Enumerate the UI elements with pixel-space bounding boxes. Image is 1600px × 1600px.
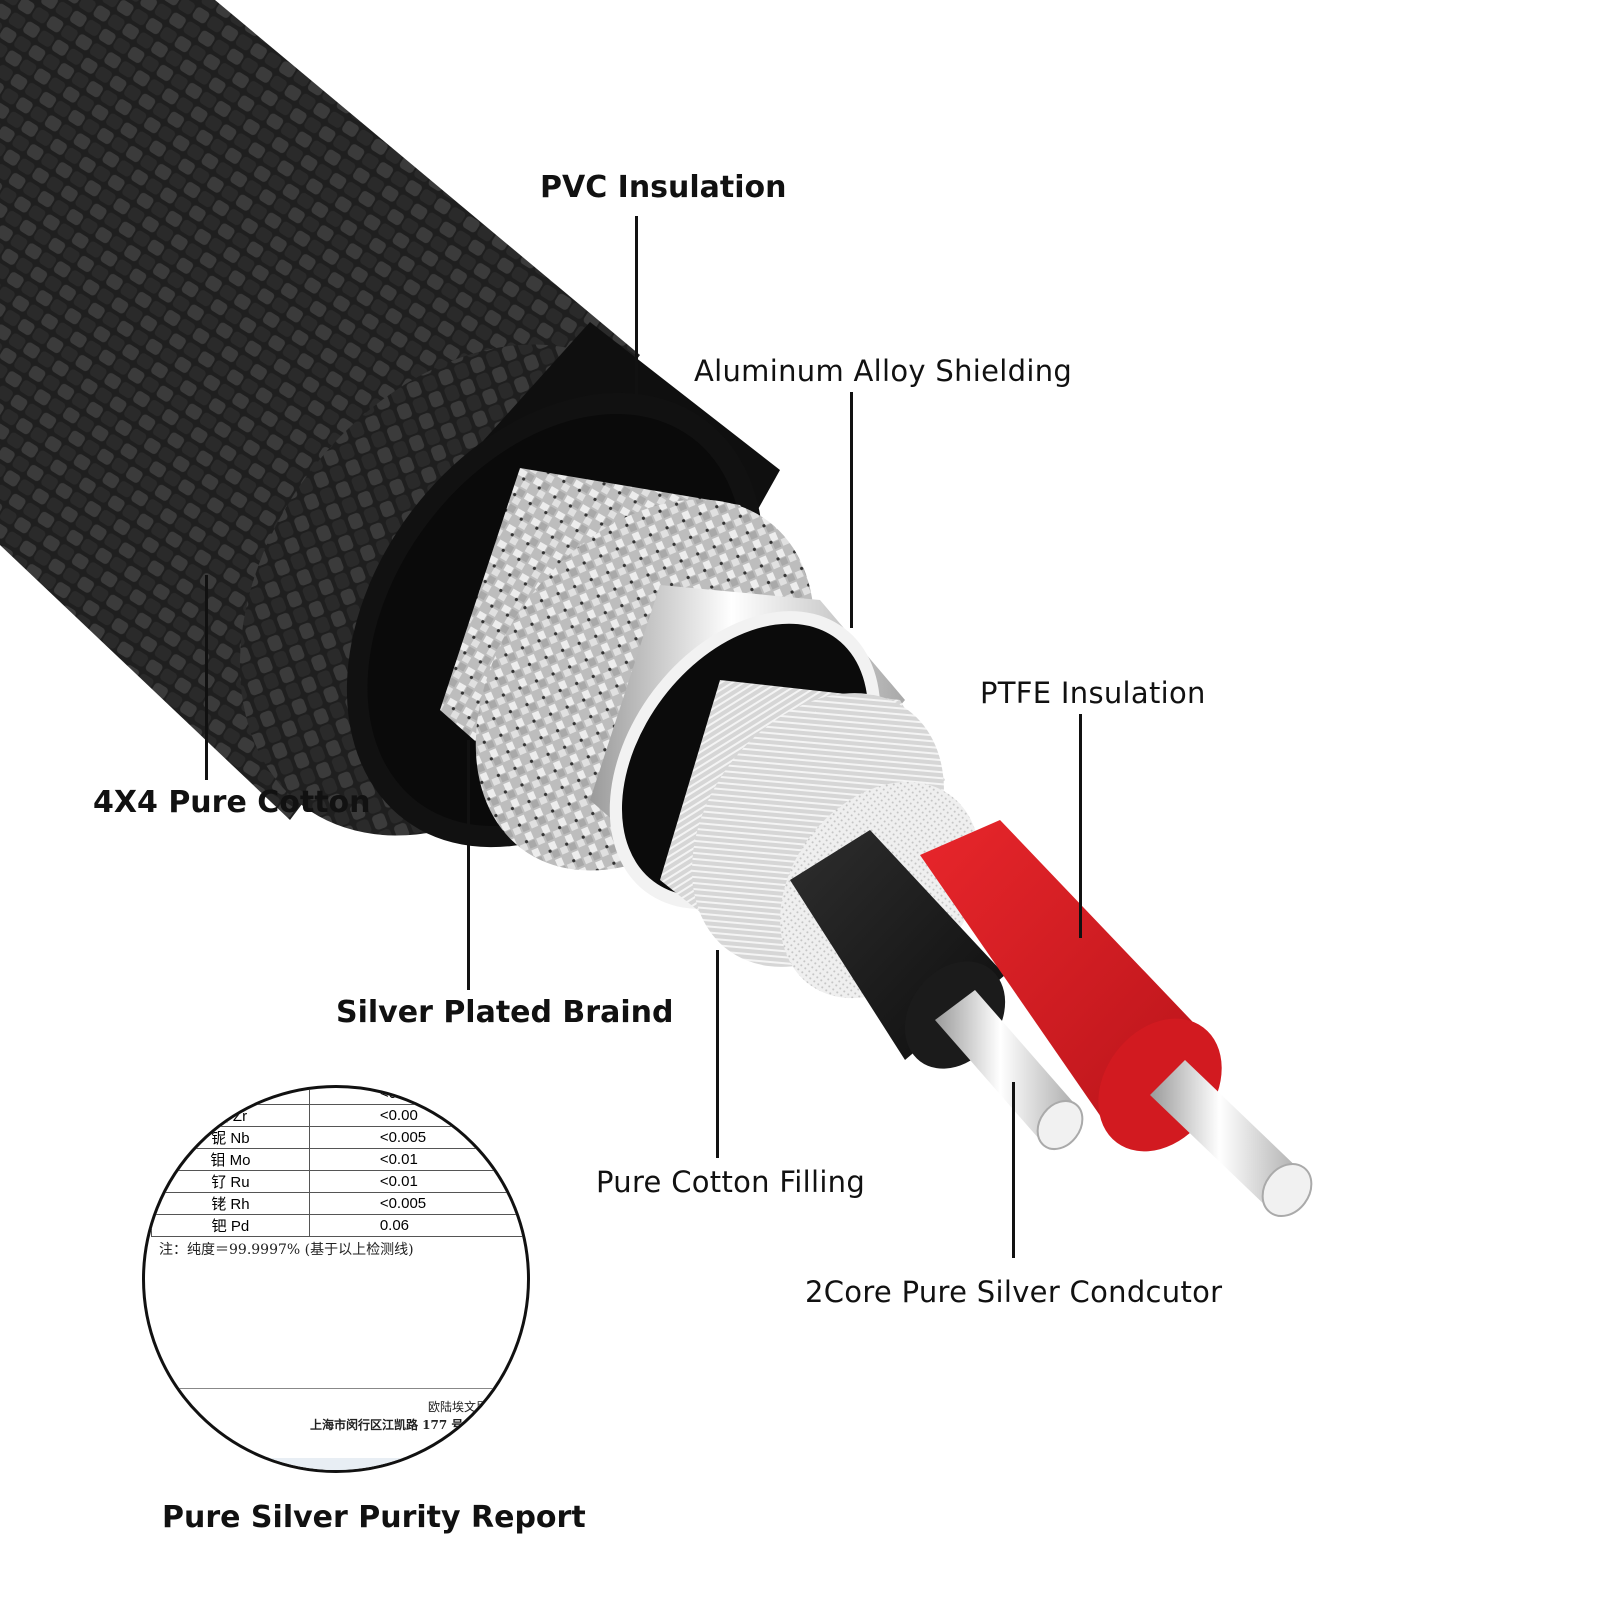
element-cell: 铑 Rh xyxy=(151,1192,310,1215)
conductor-leader-line xyxy=(1012,1082,1015,1258)
table-row: 钌 Ru<0.01 xyxy=(151,1170,527,1193)
element-cell: 钇 Y xyxy=(151,1088,310,1105)
pvc-insulation-label: PVC Insulation xyxy=(540,170,787,205)
conductor-label: 2Core Pure Silver Condcutor xyxy=(805,1275,1223,1309)
cotton-jacket-leader-line xyxy=(205,575,208,780)
table-row: 钇 Y<0. xyxy=(151,1088,527,1105)
value-cell: <0.01 xyxy=(308,1148,527,1171)
report-footer-band xyxy=(145,1458,527,1470)
aluminum-leader-line xyxy=(850,392,853,628)
ptfe-insulation-label: PTFE Insulation xyxy=(980,676,1206,710)
value-cell: <0.01 xyxy=(308,1170,527,1193)
cotton-filling-label: Pure Cotton Filling xyxy=(596,1165,866,1199)
report-signature-company: 欧陆埃文思 xyxy=(428,1400,489,1414)
purity-report-title: Pure Silver Purity Report xyxy=(162,1500,586,1535)
report-signature-address: 上海市闵行区江凯路 177 号 xyxy=(310,1418,464,1432)
table-row: 铌 Nb<0.005 xyxy=(151,1126,527,1149)
table-row: 铑 Rh<0.005 xyxy=(151,1192,527,1215)
element-cell: 钌 Ru xyxy=(151,1170,310,1193)
element-cell: 铌 Nb xyxy=(151,1126,310,1149)
table-row: 锆 Zr<0.00 xyxy=(151,1104,527,1127)
purity-note: 注：纯度＝99.9997% (基于以上检测线) xyxy=(159,1242,414,1258)
table-row: 钼 Mo<0.01 xyxy=(151,1148,527,1171)
silver-braid-leader-line xyxy=(467,740,470,990)
pvc-leader-line xyxy=(635,216,638,406)
silver-braid-label: Silver Plated Braind xyxy=(336,995,674,1030)
value-cell: <0. xyxy=(308,1088,527,1105)
value-cell: <0.005 xyxy=(308,1192,527,1215)
cotton-filling-leader-line xyxy=(716,950,719,1158)
element-cell: 钼 Mo xyxy=(151,1148,310,1171)
element-cell: 钯 Pd xyxy=(151,1214,310,1237)
element-cell: 锆 Zr xyxy=(151,1104,310,1127)
red-core xyxy=(920,820,1313,1217)
report-divider xyxy=(145,1388,527,1389)
black-core xyxy=(790,830,1084,1151)
cotton-jacket-label: 4X4 Pure Cotton xyxy=(93,785,371,820)
ptfe-leader-line xyxy=(1079,714,1082,938)
value-cell: <0.00 xyxy=(308,1104,527,1127)
aluminum-shielding-label: Aluminum Alloy Shielding xyxy=(694,354,1073,388)
value-cell: 0.06 xyxy=(308,1214,527,1237)
value-cell: <0.005 xyxy=(308,1126,527,1149)
